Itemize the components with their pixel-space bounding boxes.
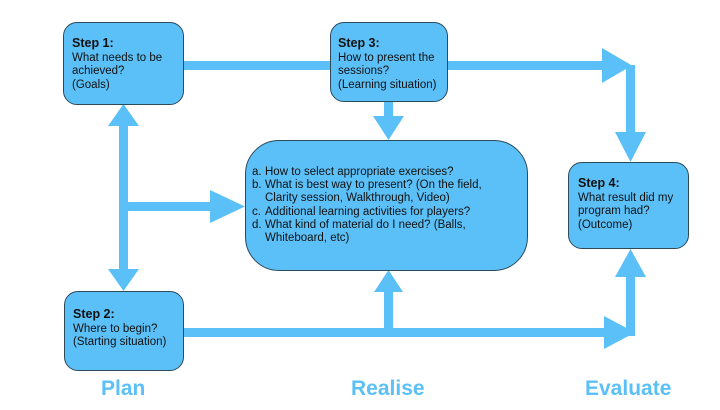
item-text: Whiteboard, etc) — [265, 232, 350, 245]
step3-line: sessions? — [338, 65, 390, 77]
item-marker: c. — [252, 205, 261, 218]
step4-line: What result did my — [578, 191, 674, 204]
step2-line: (Starting situation) — [73, 336, 167, 348]
item-text: How to select appropriate exercises? — [265, 166, 454, 178]
step2-box: Step 2: Where to begin? (Starting situat… — [64, 291, 184, 371]
phase-label-evaluate: Evaluate — [585, 377, 672, 400]
phase-label-plan: Plan — [101, 377, 146, 400]
step1-line: What needs to be — [72, 51, 163, 64]
item-text: What is best way to present? (On the fie… — [265, 179, 482, 192]
center-item-b: b. What is best way to present? (On the … — [252, 179, 517, 205]
step4-box: Step 4: What result did my program had? … — [568, 162, 689, 249]
step1-line: (Goals) — [72, 78, 110, 91]
step1-line: achieved? — [72, 65, 125, 77]
item-text: What kind of material do I need? (Balls, — [265, 218, 466, 231]
arrow-right-top-corner — [602, 48, 632, 83]
step3-to-center-line — [384, 101, 393, 119]
center-box: a. How to select appropriate exercises? … — [245, 140, 528, 271]
step3-title: Step 3: — [338, 36, 380, 50]
item-marker: b. — [252, 179, 262, 192]
item-marker: a. — [252, 166, 262, 178]
center-item-c: c. Additional learning activities for pl… — [252, 206, 517, 219]
item-text: Additional learning activities for playe… — [265, 205, 471, 218]
right-vertical-bottom — [626, 274, 635, 336]
plan-vertical-line — [119, 124, 128, 276]
arrow-right-to-center — [210, 190, 245, 223]
item-marker: d. — [252, 218, 262, 231]
arrow-up-to-step4 — [615, 249, 646, 277]
realise-up-line — [384, 292, 393, 332]
arrow-right-bottom-corner — [604, 316, 635, 349]
step2-title: Step 2: — [73, 307, 115, 321]
center-item-a: a. How to select appropriate exercises? — [252, 166, 517, 179]
step2-line: Where to begin? — [73, 322, 158, 335]
step3-box: Step 3: How to present the sessions? (Le… — [330, 22, 448, 102]
step3-line: (Learning situation) — [338, 78, 437, 91]
arrow-up-to-center — [374, 270, 403, 292]
arrow-up-to-step1 — [108, 104, 139, 126]
step1-box: Step 1: What needs to be achieved? (Goal… — [63, 22, 184, 105]
step1-title: Step 1: — [72, 36, 114, 50]
arrow-down-to-center — [373, 116, 404, 140]
center-item-d: d. What kind of material do I need? (Bal… — [252, 219, 517, 245]
step4-line: (Outcome) — [578, 218, 633, 231]
phase-label-realise: Realise — [351, 377, 425, 400]
arrow-down-to-step4 — [615, 132, 646, 162]
bottom-line — [183, 328, 611, 337]
step4-title: Step 4: — [578, 176, 620, 190]
right-vertical-top — [626, 65, 635, 135]
step3-line: How to present the — [338, 51, 435, 64]
item-text: Clarity session, Walkthrough, Video) — [265, 192, 450, 205]
plan-to-center-line — [123, 202, 213, 211]
arrow-down-to-step2 — [108, 269, 139, 291]
step4-line: program had? — [578, 205, 650, 217]
